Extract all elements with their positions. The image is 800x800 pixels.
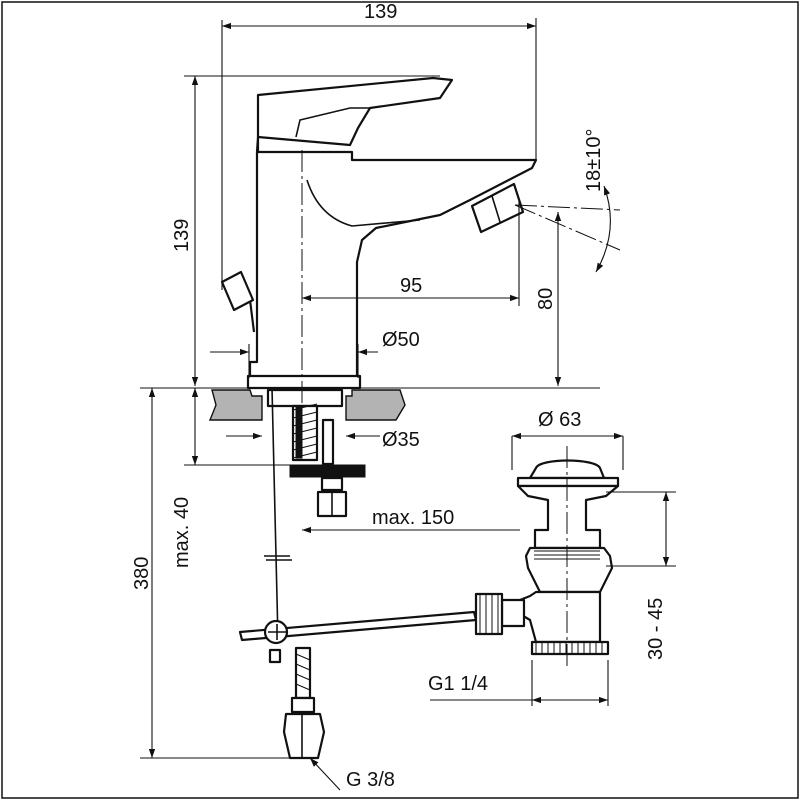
mounting-assembly [264, 387, 366, 641]
pivot-rod [238, 610, 478, 664]
popup-waste [474, 459, 620, 656]
faucet-base [246, 374, 362, 390]
dim-waste-range: 30 - 45 [645, 598, 667, 660]
dim-max-deck: max. 40 [171, 497, 193, 568]
dim-total-length: 380 [131, 557, 153, 590]
dimension-labels: 139 139 18±10° 95 80 Ø50 Ø35 max. 40 380… [131, 1, 667, 791]
basin-section [208, 389, 406, 421]
dim-spout-reach: 95 [400, 275, 422, 297]
dim-base-diameter: Ø50 [382, 329, 420, 351]
dim-tilt-angle: 18±10° [583, 129, 605, 192]
dim-top-width: 139 [364, 1, 397, 23]
dim-max-reach: max. 150 [372, 507, 454, 529]
faucet-lever [256, 76, 454, 147]
faucet-body [248, 135, 538, 380]
fixing-plate [289, 464, 366, 478]
dimension-lines [140, 18, 676, 791]
dim-supply-thread: G 3/8 [346, 769, 395, 791]
faucet [220, 76, 538, 390]
flex-hose [282, 646, 326, 760]
dim-hole-diameter: Ø35 [382, 429, 420, 451]
popup-knob [220, 270, 256, 333]
aerator [470, 182, 525, 234]
dim-waste-thread: G1 1/4 [428, 673, 488, 695]
dim-height: 139 [171, 219, 193, 252]
dim-waste-diameter: Ø 63 [538, 409, 581, 431]
dim-spout-height: 80 [535, 288, 557, 310]
